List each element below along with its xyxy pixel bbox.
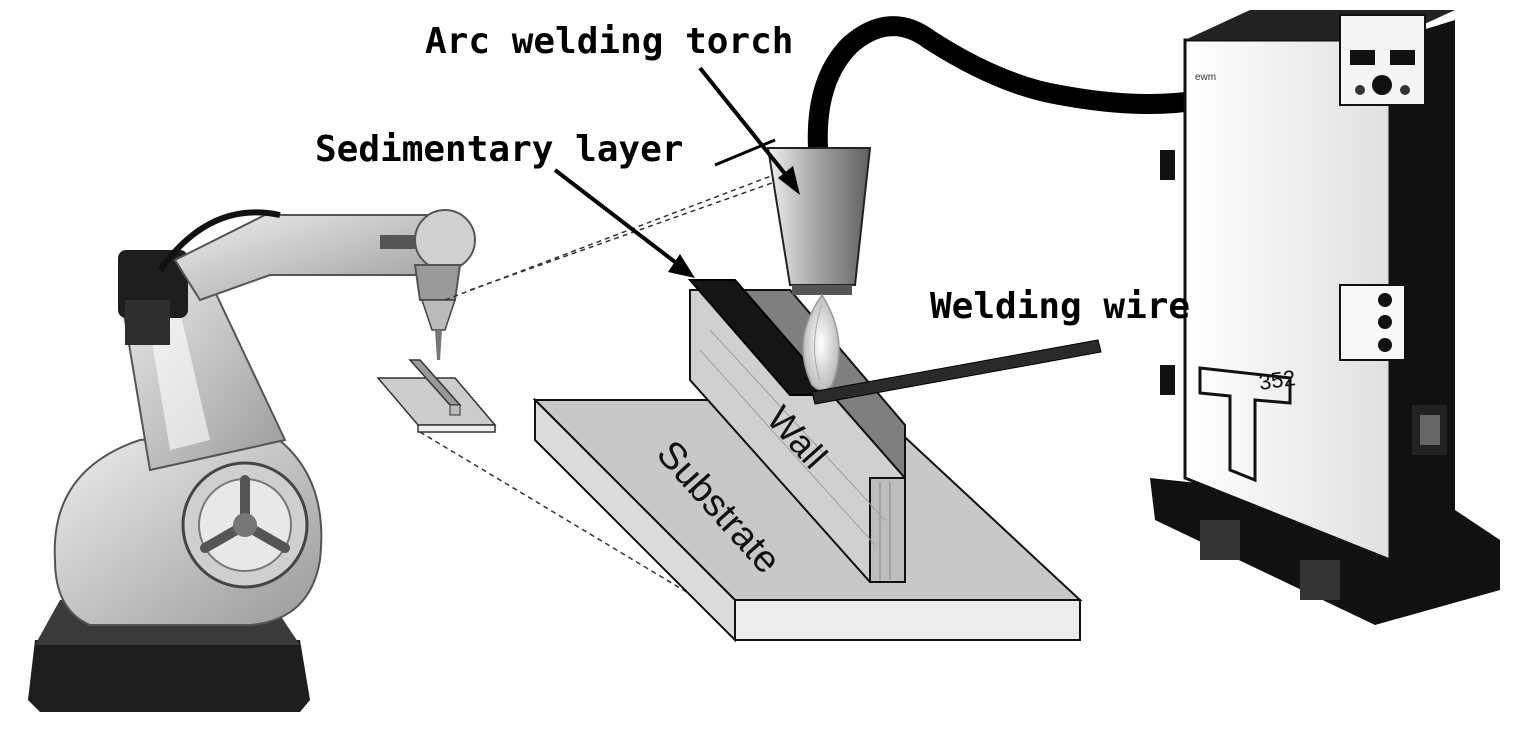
power-source: 352 ewm [1150,10,1500,625]
robot-base [28,640,310,712]
label-welding-wire: Welding wire [930,286,1190,327]
label-sedimentary-layer: Sedimentary layer [315,129,683,170]
label-arc-welding-torch: Arc welding torch [425,21,793,62]
torch-hose [807,16,1210,158]
cabinet-model: 352 [1257,365,1297,395]
layer-leader-extension [714,138,776,167]
zoom-lines [419,149,866,616]
robot-torch [420,299,457,331]
robot-arm [28,209,476,712]
robot-workpiece [376,359,497,433]
button-panel [1339,284,1406,361]
welding-wire-rod [811,339,1102,405]
arc-welding-torch [766,16,1210,391]
arrow-torch [698,66,800,195]
cabinet-brand: ewm [1195,72,1216,83]
welding-arc [802,293,840,391]
cabinet-t-logo [1198,366,1292,483]
arrow-layer [553,168,695,278]
joint-wheel [181,461,309,589]
